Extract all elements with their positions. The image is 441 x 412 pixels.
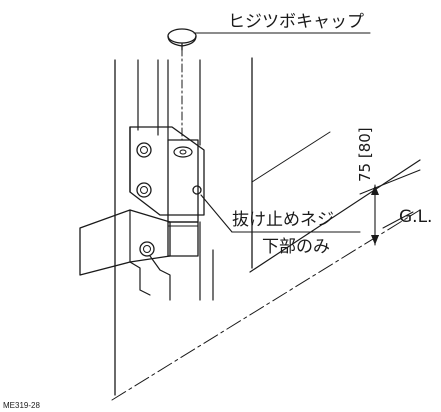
- figure-code: ME319-28: [3, 401, 40, 410]
- ground-line-upper: [249, 159, 421, 273]
- bolt-middle-icon: [136, 182, 152, 198]
- gl-label: G.L.: [399, 207, 432, 227]
- bolt-lower-icon: [139, 241, 155, 257]
- cap-label: ヒジツボキャップ: [228, 12, 364, 32]
- screw-label: 抜け止めネジ: [232, 210, 334, 230]
- dimension-label: 75 [80]: [356, 127, 374, 182]
- screw-note-label: 下部のみ: [262, 237, 330, 257]
- hinge-cap-icon: [167, 28, 197, 51]
- lower-knuckle: [167, 221, 199, 257]
- ground-line-lower: [111, 209, 421, 401]
- retaining-screw-icon: [192, 185, 202, 195]
- screw-leader-line: [200, 194, 233, 233]
- bolt-upper-icon: [136, 142, 152, 158]
- gl-leader-line: [382, 211, 414, 229]
- wall-edge-top: [251, 131, 331, 183]
- upper-bracket: [129, 126, 205, 223]
- dimension-arrow: [359, 169, 421, 246]
- gate-bracket: [79, 209, 171, 301]
